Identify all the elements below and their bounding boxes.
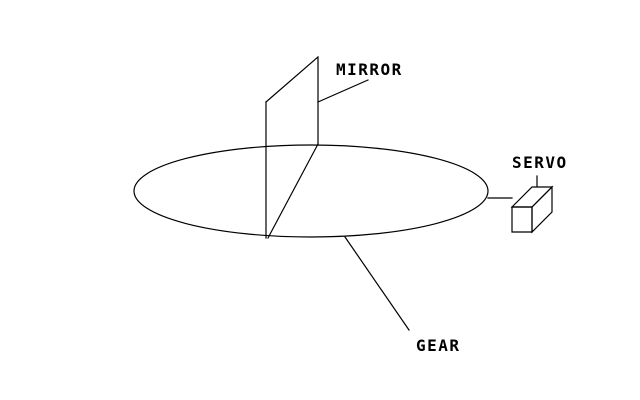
mirror-leader-line bbox=[317, 79, 369, 103]
servo-front-face bbox=[511, 206, 533, 233]
gear-leader-line bbox=[344, 236, 410, 331]
servo-side-face bbox=[531, 185, 553, 234]
servo-shape bbox=[487, 175, 554, 234]
mirror-label: MIRROR bbox=[336, 60, 403, 79]
mirror-top-edge bbox=[265, 56, 319, 103]
mirror-base-edge bbox=[267, 143, 319, 239]
mirror-shape bbox=[265, 56, 319, 239]
gear-label: GEAR bbox=[416, 336, 461, 355]
gear-ellipse bbox=[133, 144, 489, 238]
servo-label: SERVO bbox=[512, 153, 568, 172]
servo-top-face bbox=[510, 186, 554, 208]
